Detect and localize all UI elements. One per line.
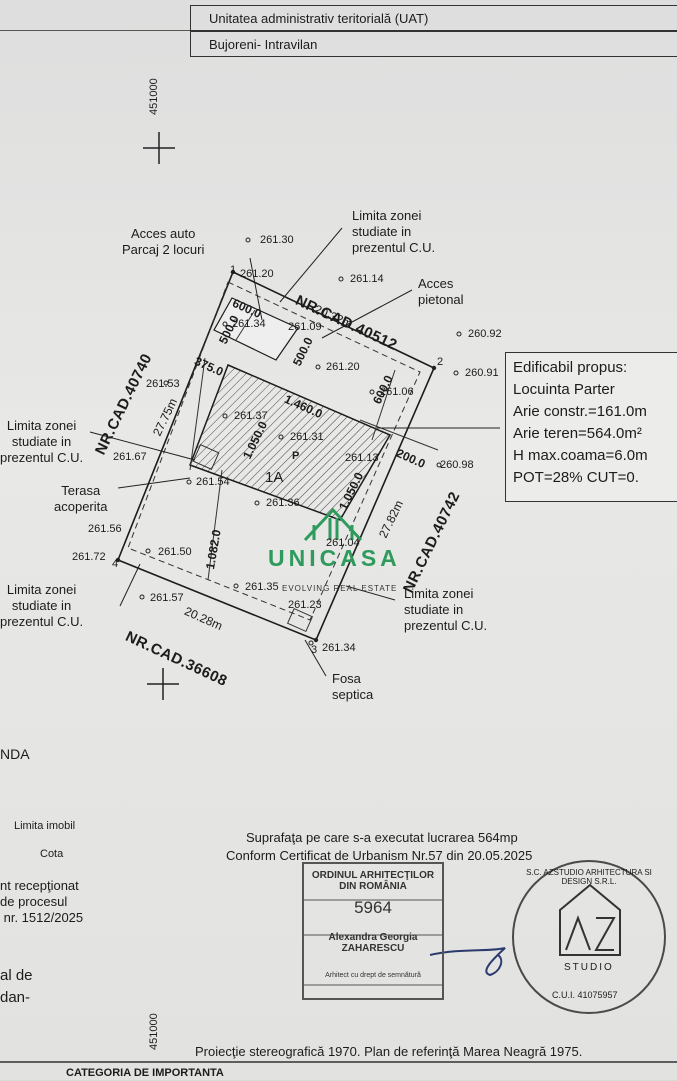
elevation: 261.35 (245, 581, 279, 593)
septic-tank (286, 607, 314, 633)
oar-stamp: ORDINUL ARHITECŢILOR DIN ROMÂNIA 5964 Al… (302, 862, 444, 1000)
callout-limita-bottom-left: Limita zonei studiate in prezentul C.U. (0, 582, 84, 629)
elevation: 261.20 (326, 361, 360, 373)
callout-acces-pietonal: Acces pietonal (418, 276, 464, 307)
buildable-info-box: Edificabil propus: Locuinta Parter Arie … (505, 352, 677, 502)
callout-limita-bottom-right: Limita zonei studiate in prezentul C.U. (404, 586, 488, 633)
stamp-studio: STUDIO (564, 962, 614, 973)
elevation: 261.20 (240, 268, 274, 280)
elevation: 261.54 (196, 476, 230, 488)
elevation: 261.34 (232, 318, 266, 330)
point-label: 2 (437, 356, 444, 368)
info-line: Arie constr.=161.0m (513, 403, 647, 420)
elevation: 260.98 (440, 459, 474, 471)
legend-title: NDA (0, 746, 30, 762)
elevation: 260.91 (465, 367, 499, 379)
elevation: 261.50 (158, 546, 192, 558)
info-line: POT=28% CUT=0. (513, 469, 639, 486)
elevation: 261.31 (290, 431, 324, 443)
info-line: Locuinta Parter (513, 381, 615, 398)
stamp-line2: DIN ROMÂNIA (339, 881, 407, 892)
legend-receptionat: nt recepţionat de procesul nr. 1512/2025 (0, 878, 84, 925)
info-title: Edificabil propus: (513, 359, 628, 376)
elevation: 261.53 (146, 378, 180, 390)
signature (429, 947, 506, 977)
stamp-footer: Arhitect cu drept de semnătură (325, 972, 421, 979)
note-proiectie: Proiecţie stereografică 1970. Plan de re… (195, 1044, 583, 1059)
elevation: 261.72 (72, 551, 106, 563)
info-line: H max.coama=6.0m (513, 447, 648, 464)
company-stamp: S.C. AZSTUDIO ARHITECTURA SI DESIGN S.R.… (512, 860, 666, 1014)
stamp-name1: Alexandra Georgia (328, 932, 418, 943)
study-zone-boundary (127, 281, 421, 621)
callout-terasa: Terasa acoperita (54, 483, 108, 514)
elevation: 261.67 (113, 451, 147, 463)
note-certificat: Conform Certificat de Urbanism Nr.57 din… (226, 848, 533, 863)
stamp-name2: ZAHARESCU (341, 943, 405, 954)
parking-label: P (292, 450, 300, 462)
stamp-line1: ORDINUL ARHITECŢILOR (311, 870, 435, 881)
point-label: 4 (112, 558, 119, 570)
parking-area (213, 297, 299, 361)
elevation: 261.34 (322, 642, 356, 654)
terrace (192, 444, 220, 470)
crosshair-bottom (147, 668, 179, 700)
header-divider (0, 30, 190, 31)
elevation: 261.04 (326, 537, 360, 549)
stamp-ring-text: S.C. AZSTUDIO ARHITECTURA SI DESIGN S.R.… (526, 868, 652, 886)
point-label: 1 (230, 264, 237, 276)
stamp-cui: C.U.I. 41075957 (552, 990, 618, 1000)
callout-limita-left: Limita zonei studiate in prezentul C.U. (0, 418, 84, 465)
callout-fosa: Fosa septica (332, 671, 374, 702)
elevation: 261.09 (288, 321, 322, 333)
elevation: 261.57 (150, 592, 184, 604)
stamp-number: 5964 (354, 898, 392, 917)
elevation: 261.13 (345, 452, 379, 464)
elevation: 261.37 (234, 410, 268, 422)
legend-limita-imobil: Limita imobil (14, 820, 76, 832)
elevation: 261.36 (266, 497, 300, 509)
legend-cota: Cota (40, 848, 64, 860)
elevation: 260.92 (468, 328, 502, 340)
bottom-bar-label: CATEGORIA DE IMPORTANTA (66, 1067, 224, 1079)
unicasa-logo-text: UNICASA (268, 545, 401, 571)
crosshair-top (143, 132, 175, 164)
point-label: 3 (311, 644, 318, 656)
elevation: 261.30 (260, 234, 294, 246)
logo-house-icon (303, 507, 363, 542)
elevation: 261.14 (350, 273, 384, 285)
callout-limita-top: Limita zonei studiate in prezentul C.U. (352, 208, 436, 255)
legend-al-de: al de dan- (0, 967, 33, 1006)
uat-value: Bujoreni- Intravilan (190, 31, 677, 57)
callout-acces-auto: Acces auto Parcaj 2 locuri (122, 226, 205, 257)
info-line: Arie teren=564.0m² (513, 425, 642, 442)
uat-label: Unitatea administrativ teritorială (UAT) (190, 5, 677, 31)
building-label: 1A (265, 469, 284, 486)
unicasa-tagline: EVOLVING REAL ESTATE (282, 584, 398, 593)
elevation: 261.56 (88, 523, 122, 535)
elevation: 261.06 (380, 386, 414, 398)
note-suprafata: Suprafaţa pe care s-a executat lucrarea … (246, 830, 518, 845)
building-footprint (189, 364, 392, 521)
elevation: 261.23 (288, 599, 322, 611)
